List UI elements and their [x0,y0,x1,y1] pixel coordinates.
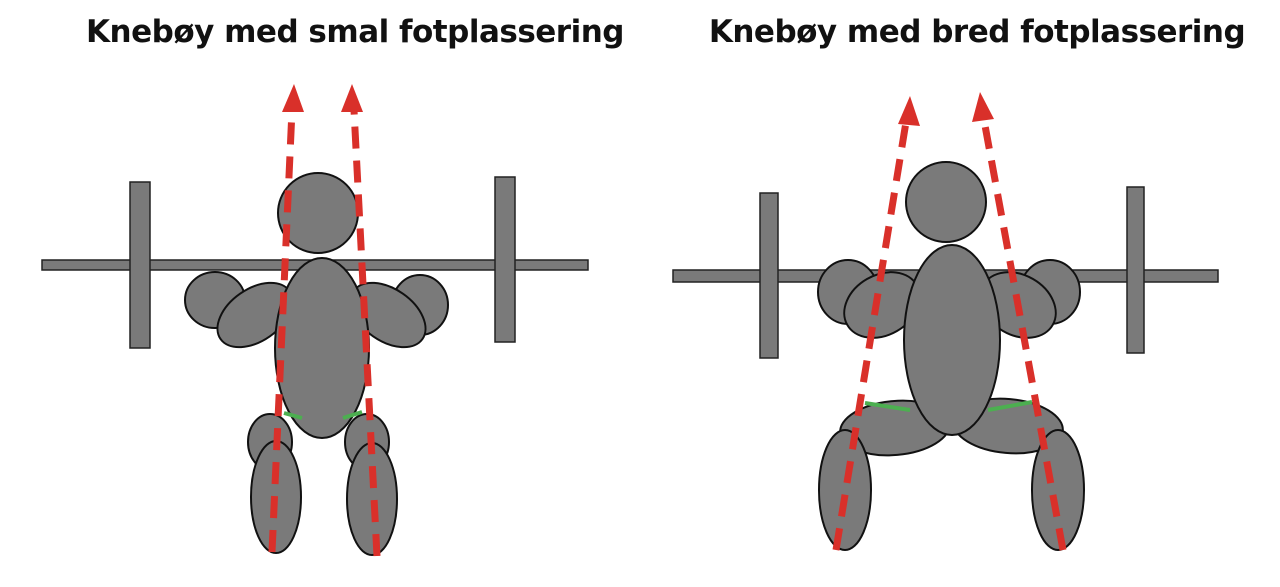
arrow-up-icon [898,96,920,126]
force-line-left [832,121,910,551]
arrow-up-icon [341,84,363,112]
hip-line-right [342,410,363,420]
head [277,172,359,254]
shin-right [1031,429,1085,551]
arrow-up-icon [972,92,994,122]
arrow-up-icon [282,84,304,112]
weight-plate-left [129,181,151,349]
title-wide-stance: Knebøy med bred fotplassering [708,14,1246,50]
hip-line-left [283,411,303,420]
weight-plate-right [1126,186,1145,354]
title-narrow-stance: Knebøy med smal fotplassering [86,14,624,50]
shin-right [346,442,398,556]
torso [274,257,370,439]
force-line-right [980,119,1067,551]
hip-line-right [987,400,1033,412]
hip-line-left [864,401,911,412]
torso [903,244,1001,436]
shin-left [818,429,872,551]
weight-plate-left [759,192,779,359]
weight-plate-right [494,176,516,343]
force-line-right [350,109,381,557]
figure-narrow-stance [41,84,589,557]
force-line-left [268,109,296,553]
head [905,161,987,243]
figure-wide-stance [672,92,1219,551]
